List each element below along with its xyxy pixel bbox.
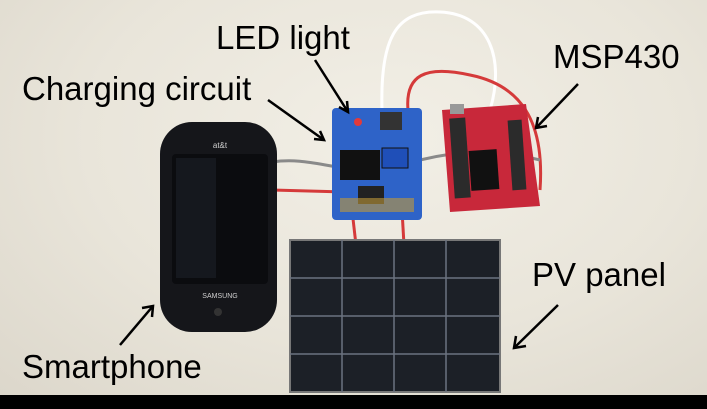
charging-circuit-label: Charging circuit [22, 70, 252, 107]
smartphone-label: Smartphone [22, 348, 202, 385]
arrow-smartphone [119, 304, 155, 346]
led-light-label: LED light [216, 19, 350, 56]
white-wire [380, 10, 498, 111]
arrow-charging [267, 98, 327, 142]
phone-brand: SAMSUNG [202, 293, 237, 300]
arrow-pv [512, 304, 559, 350]
smartphone [160, 122, 277, 332]
red-wire-top [406, 69, 543, 191]
charging-circuit-board [332, 108, 422, 220]
msp430-label: MSP430 [553, 38, 680, 75]
arrow-msp430 [534, 83, 579, 130]
pv-panel [289, 239, 501, 393]
arrow-led [313, 59, 350, 115]
annotation-arrows [119, 59, 579, 350]
pv-panel-label: PV panel [532, 256, 666, 293]
phone-carrier: at&t [213, 141, 228, 150]
msp430-launchpad [442, 104, 540, 212]
